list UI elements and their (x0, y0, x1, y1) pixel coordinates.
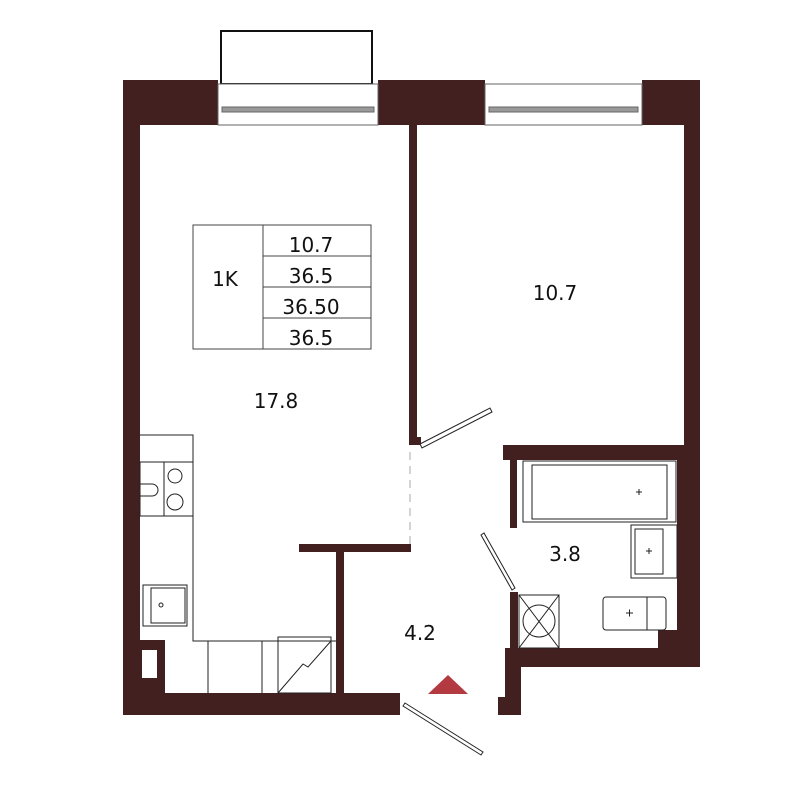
washbasin-drain (646, 548, 652, 554)
wall-top-middle (378, 80, 485, 125)
room-area-bathroom: 3.8 (549, 542, 581, 566)
apartment-type: 1K (212, 267, 239, 291)
wall-bathroom-right (677, 445, 700, 667)
washbasin-icon (630, 524, 678, 579)
toilet-icon (602, 596, 667, 631)
room-area-kitchen-living: 17.8 (254, 389, 299, 413)
wall-hall-partition (299, 544, 411, 552)
wall-bathroom-top (503, 445, 684, 460)
door-entrance[interactable] (402, 702, 484, 756)
wall-bathroom-left-lower (510, 592, 518, 650)
balcony (220, 30, 373, 85)
entrance-triangle-icon (428, 675, 468, 694)
kitchen (139, 434, 336, 694)
wall-bathroom-bottom (505, 648, 700, 667)
window-balcony (217, 83, 379, 126)
window-glass (221, 106, 375, 113)
fridge-icon (277, 636, 332, 694)
bathtub-inner (531, 464, 668, 520)
walls (123, 80, 700, 715)
doors (402, 407, 516, 756)
wall-hall-vertical (336, 552, 344, 693)
kitchen-counter (140, 434, 336, 642)
sink-basin (150, 587, 186, 624)
door-bedroom[interactable] (419, 407, 493, 449)
washbasin-bowl (634, 528, 664, 575)
bathtub-drain (636, 489, 642, 495)
niche (142, 650, 157, 678)
wall-left (123, 80, 140, 715)
wall-stub (658, 630, 680, 650)
wall-bottom (123, 693, 400, 715)
burner (166, 493, 184, 511)
sink-icon (142, 584, 188, 627)
room-area-hall: 4.2 (404, 621, 436, 645)
room-area-bedroom: 10.7 (533, 281, 578, 305)
shaft-circle (522, 604, 556, 638)
wall-top-left (123, 80, 218, 125)
summary-row: 36.5 (289, 326, 334, 350)
summary-row: 10.7 (289, 233, 334, 257)
door-bathroom[interactable] (480, 532, 516, 591)
summary-table (192, 224, 372, 350)
bathtub-icon (522, 460, 677, 523)
wall-bathroom-left-upper (510, 460, 517, 528)
burner (167, 468, 183, 484)
summary-row: 36.50 (282, 295, 339, 319)
shaft-cross (518, 594, 560, 649)
toilet-mark (626, 609, 633, 617)
sink-drain (158, 602, 164, 608)
fridge-mark (277, 640, 332, 694)
windows (217, 83, 643, 126)
ventilation-shaft-icon (518, 594, 560, 649)
wall-stub (498, 697, 521, 715)
bathroom-fixtures (518, 460, 678, 649)
window-bedroom (484, 83, 643, 126)
oven-handle (140, 483, 159, 497)
window-glass (488, 106, 639, 113)
wall-bedroom-divider (409, 125, 417, 445)
wall-stub (409, 437, 421, 445)
summary-row: 36.5 (289, 264, 334, 288)
stove-icon (139, 461, 194, 517)
